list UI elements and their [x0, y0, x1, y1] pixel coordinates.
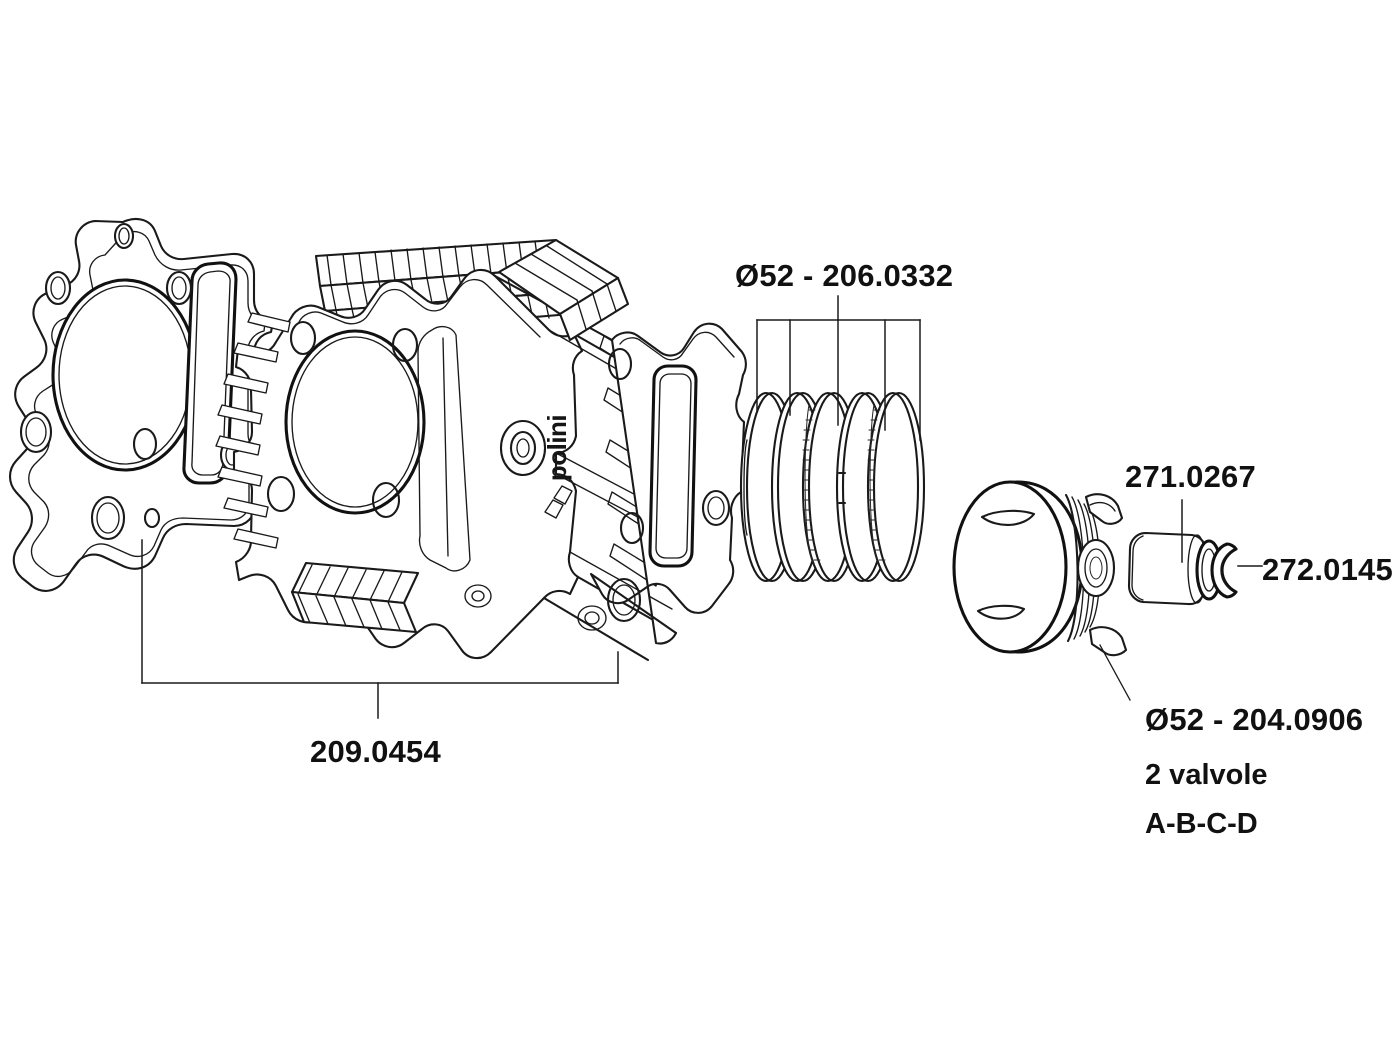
base-gasket-hole: [607, 347, 633, 381]
piston-pin-circlips: [1195, 539, 1238, 601]
polini-logo-text: polini: [542, 415, 572, 481]
piston-ring-5: [866, 391, 926, 583]
circlip-2: [1210, 542, 1238, 599]
gasket-bolt-holes: [19, 222, 245, 541]
piston-pin: [1127, 531, 1208, 606]
base-gasket-hole: [701, 489, 731, 527]
ring-3-segments: [802, 404, 821, 566]
piston: [952, 480, 1128, 657]
label-cylinder-kit: 209.0454: [310, 734, 441, 769]
piston-valve-pocket-intake: [980, 509, 1036, 526]
ring-4-gap: [837, 471, 847, 505]
ring-5-segments: [867, 404, 886, 566]
cylinder-bottom-fins: [290, 561, 420, 634]
base-gasket-hole: [606, 577, 642, 623]
label-piston-pin: 271.0267: [1125, 459, 1256, 494]
base-gasket: [589, 322, 747, 645]
rings-leader: [756, 295, 921, 441]
base-gasket-hole: [619, 511, 645, 545]
polini-logo: polini: [499, 415, 573, 519]
label-rings: Ø52 - 206.0332: [735, 258, 953, 293]
cylinder-kit-leader: [141, 539, 619, 719]
piston-pin-bore: [1076, 538, 1116, 598]
piston-skirt-bottom: [1088, 626, 1128, 657]
label-piston-line1: Ø52 - 204.0906: [1145, 702, 1363, 737]
cylinder-block: polini: [215, 238, 678, 662]
head-gasket: [8, 217, 275, 592]
label-circlips: 272.0145: [1262, 552, 1393, 587]
piston-skirt-top: [1084, 493, 1124, 525]
piston-ring-set: [739, 391, 926, 583]
label-piston-line3: A-B-C-D: [1145, 808, 1258, 840]
cylinder-bore: [284, 329, 426, 515]
piston-valve-pocket-exhaust: [976, 604, 1026, 620]
label-piston-line2: 2 valvole: [1145, 759, 1268, 791]
gasket-bore-opening: [51, 278, 199, 472]
piston-leader: [1099, 644, 1131, 701]
cylinder-side-fins: [215, 312, 291, 549]
base-gasket-slot: [648, 364, 698, 568]
